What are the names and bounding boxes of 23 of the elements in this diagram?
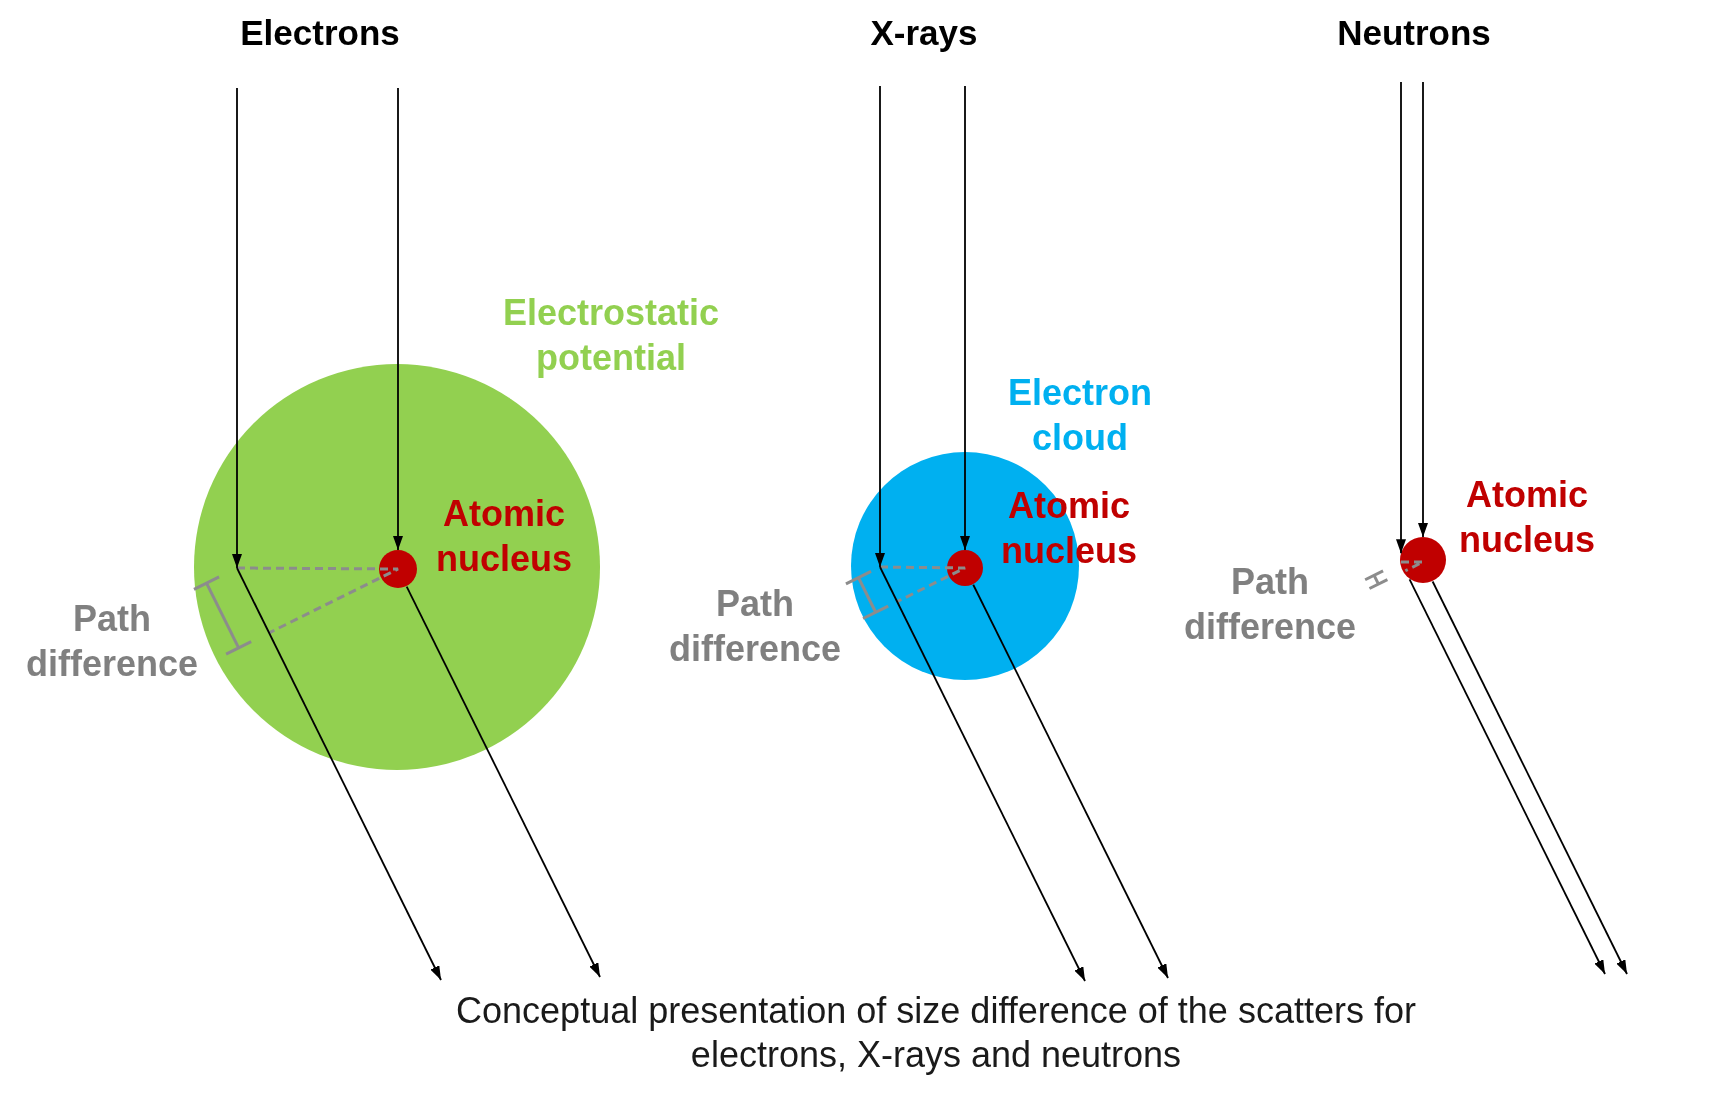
arrow [1431,580,1628,975]
column-heading: Electrons [239,12,401,54]
arrow [875,85,885,568]
arrow [972,583,1169,979]
arrow [1408,578,1606,975]
arrow [405,585,601,978]
arrow [960,85,970,551]
arrow [879,566,1086,982]
arrow [232,87,242,569]
column-heading: Neutrons [1336,12,1492,54]
annotation-label: Path difference [1182,560,1358,649]
arrow [1418,81,1428,538]
node-label: Electron cloud [1006,371,1153,460]
arrow [393,87,403,551]
arrow [236,567,442,981]
column-heading: X-rays [869,12,979,54]
annotation-label: Path difference [24,597,200,686]
node-label: Atomic nucleus [1457,473,1596,562]
node-label: Atomic nucleus [434,492,573,581]
node-label: Electrostatic potential [501,291,721,380]
arrow [1396,81,1406,555]
figure-caption: Conceptual presentation of size difference of the scatters for electrons, X-rays and neutrons [455,989,1417,1077]
annotation-label: Path difference [667,582,843,671]
